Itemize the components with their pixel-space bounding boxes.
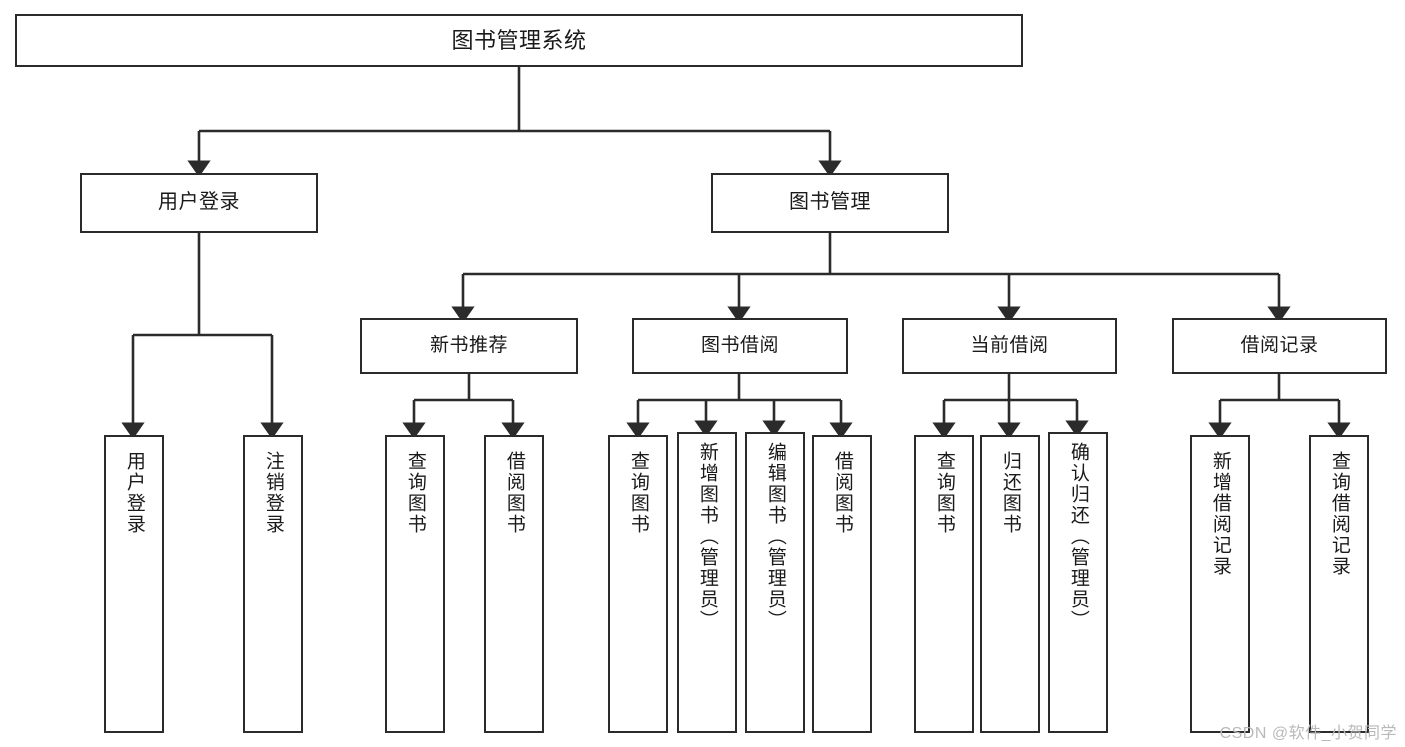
node-label: 查询图书 (404, 451, 426, 535)
node-user-login[interactable]: 用户登录 (80, 173, 318, 233)
leaf-user-login[interactable]: 用户登录 (104, 435, 164, 733)
node-label: 图书借阅 (700, 334, 779, 356)
node-label: 新增借阅记录 (1209, 451, 1231, 577)
node-root-system[interactable]: 图书管理系统 (15, 14, 1023, 67)
watermark-text: CSDN @软件_小贺同学 (1219, 725, 1397, 742)
node-book-borrow[interactable]: 图书借阅 (632, 318, 848, 374)
node-label: 用户登录 (158, 191, 240, 214)
node-label: 借阅图书 (503, 451, 525, 535)
node-label: 借阅记录 (1240, 334, 1319, 356)
leaf-query-book-borrow[interactable]: 查询图书 (608, 435, 668, 733)
leaf-add-book-admin[interactable]: 新增图书（管理员） (677, 432, 737, 733)
node-label: 查询图书 (933, 451, 955, 535)
leaf-query-borrow-record[interactable]: 查询借阅记录 (1309, 435, 1369, 733)
leaf-confirm-return-admin[interactable]: 确认归还（管理员） (1048, 432, 1108, 733)
leaf-edit-book-admin[interactable]: 编辑图书（管理员） (745, 432, 805, 733)
leaf-return-book[interactable]: 归还图书 (980, 435, 1040, 733)
node-book-management[interactable]: 图书管理 (711, 173, 949, 233)
node-borrow-records[interactable]: 借阅记录 (1172, 318, 1387, 374)
leaf-logout[interactable]: 注销登录 (243, 435, 303, 733)
node-label: 新增图书（管理员） (696, 442, 718, 631)
node-new-book-recommend[interactable]: 新书推荐 (360, 318, 578, 374)
node-label: 查询借阅记录 (1328, 451, 1350, 577)
node-label: 借阅图书 (831, 451, 853, 535)
node-label: 注销登录 (262, 451, 284, 535)
node-current-borrow[interactable]: 当前借阅 (902, 318, 1117, 374)
node-label: 图书管理 (789, 191, 871, 214)
node-label: 查询图书 (627, 451, 649, 535)
node-label: 确认归还（管理员） (1067, 442, 1089, 631)
leaf-add-borrow-record[interactable]: 新增借阅记录 (1190, 435, 1250, 733)
node-label: 用户登录 (123, 451, 145, 535)
node-label: 当前借阅 (970, 334, 1049, 356)
node-label: 编辑图书（管理员） (764, 442, 786, 631)
leaf-query-book-current[interactable]: 查询图书 (914, 435, 974, 733)
leaf-borrow-book-recommend[interactable]: 借阅图书 (484, 435, 544, 733)
leaf-borrow-book[interactable]: 借阅图书 (812, 435, 872, 733)
leaf-query-book-recommend[interactable]: 查询图书 (385, 435, 445, 733)
node-label: 新书推荐 (429, 334, 508, 356)
node-label: 图书管理系统 (451, 27, 587, 53)
node-label: 归还图书 (999, 451, 1021, 535)
